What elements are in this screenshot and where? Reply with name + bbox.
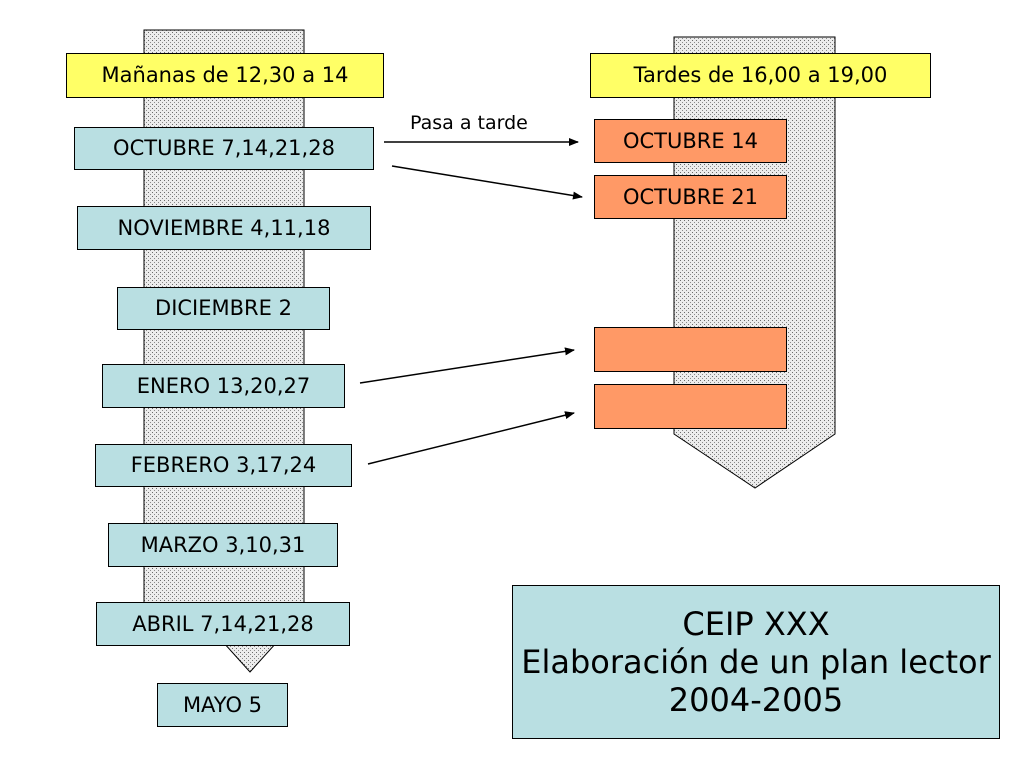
afternoon-slot-octubre-21: OCTUBRE 21 xyxy=(594,175,787,219)
afternoon-slot-empty-2 xyxy=(594,384,787,429)
connector-arrow-enero xyxy=(359,347,575,384)
month-abril-morning: ABRIL 7,14,21,28 xyxy=(96,602,350,646)
connector-arrow-febrero xyxy=(367,411,575,465)
footer-school-name: CEIP XXX xyxy=(682,605,830,643)
footer-project-title: Elaboración de un plan lector xyxy=(521,643,991,681)
month-noviembre-morning: NOVIEMBRE 4,11,18 xyxy=(77,206,371,250)
arrow-label-pasa-a-tarde: Pasa a tarde xyxy=(410,112,528,134)
morning-header: Mañanas de 12,30 a 14 xyxy=(66,53,384,98)
footer-school-year: 2004-2005 xyxy=(668,681,844,719)
month-diciembre-morning: DICIEMBRE 2 xyxy=(117,287,330,330)
connector-arrow-oct21 xyxy=(391,165,583,200)
month-febrero-morning: FEBRERO 3,17,24 xyxy=(95,444,352,487)
month-enero-morning: ENERO 13,20,27 xyxy=(102,364,345,408)
footer-title-box: CEIP XXX Elaboración de un plan lector 2… xyxy=(512,585,1000,739)
month-marzo-morning: MARZO 3,10,31 xyxy=(108,523,338,567)
month-mayo-morning: MAYO 5 xyxy=(157,683,288,727)
afternoon-header: Tardes de 16,00 a 19,00 xyxy=(590,53,931,98)
month-octubre-morning: OCTUBRE 7,14,21,28 xyxy=(74,127,374,170)
afternoon-slot-empty-1 xyxy=(594,327,787,372)
afternoon-slot-octubre-14: OCTUBRE 14 xyxy=(594,119,787,163)
